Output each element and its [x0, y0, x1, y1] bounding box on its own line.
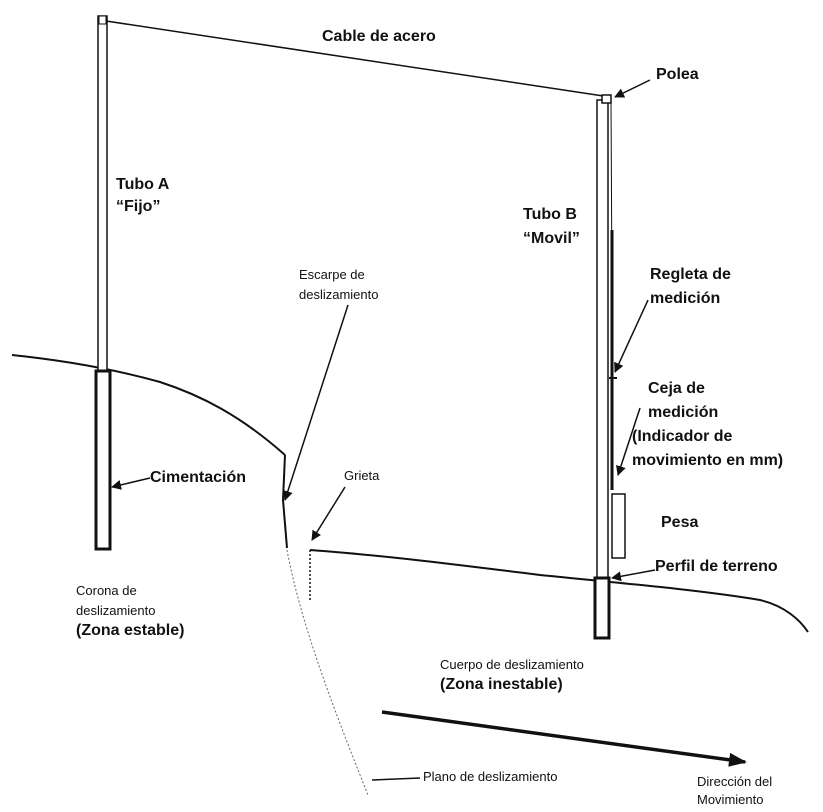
pulley-label: Polea: [656, 66, 699, 83]
crack-label: Grieta: [344, 468, 380, 483]
terrain-crown-profile: [11, 354, 286, 456]
scarp-label-line1: Escarpe de: [299, 267, 365, 282]
terrain-leader: [611, 569, 656, 582]
tube-a-foundation: [94, 369, 112, 551]
tube-a-label-line2: “Fijo”: [116, 198, 161, 215]
crack-leader: [311, 486, 346, 541]
slip-plane-leader: [371, 777, 421, 781]
body-label-line1: Cuerpo de deslizamiento: [440, 657, 584, 672]
cable-label: Cable de acero: [322, 28, 436, 45]
slip-plane-line: [286, 549, 369, 796]
body-label-line2: (Zona inestable): [440, 676, 563, 693]
ruler-label-line1: Regleta de: [650, 266, 731, 283]
terrain-label: Perfil de terreno: [655, 558, 778, 575]
pulley: [601, 94, 612, 104]
ruler-label-line2: medición: [650, 290, 721, 307]
gauge-label-line4: movimiento en mm): [632, 452, 784, 469]
gauge-label-line2: medición: [648, 404, 719, 421]
scarp-leader: [283, 304, 349, 501]
direction-label-line2: Movimiento: [697, 792, 764, 807]
tube-b-label-line1: Tubo B: [523, 206, 577, 223]
tube-a: [97, 15, 108, 372]
slip-plane-label: Plano de deslizamiento: [423, 769, 558, 784]
crown-label-line3: (Zona estable): [76, 622, 185, 639]
gauge-label-line3: (Indicador de: [632, 428, 733, 445]
foundation-label: Cimentación: [150, 469, 247, 486]
crown-label-line2: deslizamiento: [76, 603, 156, 618]
tube-b: [596, 99, 609, 581]
foundation-leader: [111, 477, 151, 490]
tube-a-top-cap: [98, 15, 107, 25]
scarp-label-line2: deslizamiento: [299, 287, 379, 302]
gauge-leader: [616, 407, 641, 476]
weight-label: Pesa: [661, 514, 699, 531]
ruler-leader: [614, 299, 649, 373]
pulley-leader: [614, 79, 651, 98]
tube-a-label-line1: Tubo A: [116, 176, 170, 193]
weight: [611, 493, 626, 559]
tube-b-base: [593, 576, 611, 640]
movement-direction-arrow: [381, 710, 747, 767]
crown-label-line1: Corona de: [76, 583, 137, 598]
tube-b-label-line2: “Movil”: [523, 230, 580, 247]
steel-cable: [105, 20, 611, 98]
gauge-label-line1: Ceja de: [648, 380, 705, 397]
scarp-face: [281, 454, 288, 549]
direction-label-line1: Dirección del: [697, 774, 773, 789]
